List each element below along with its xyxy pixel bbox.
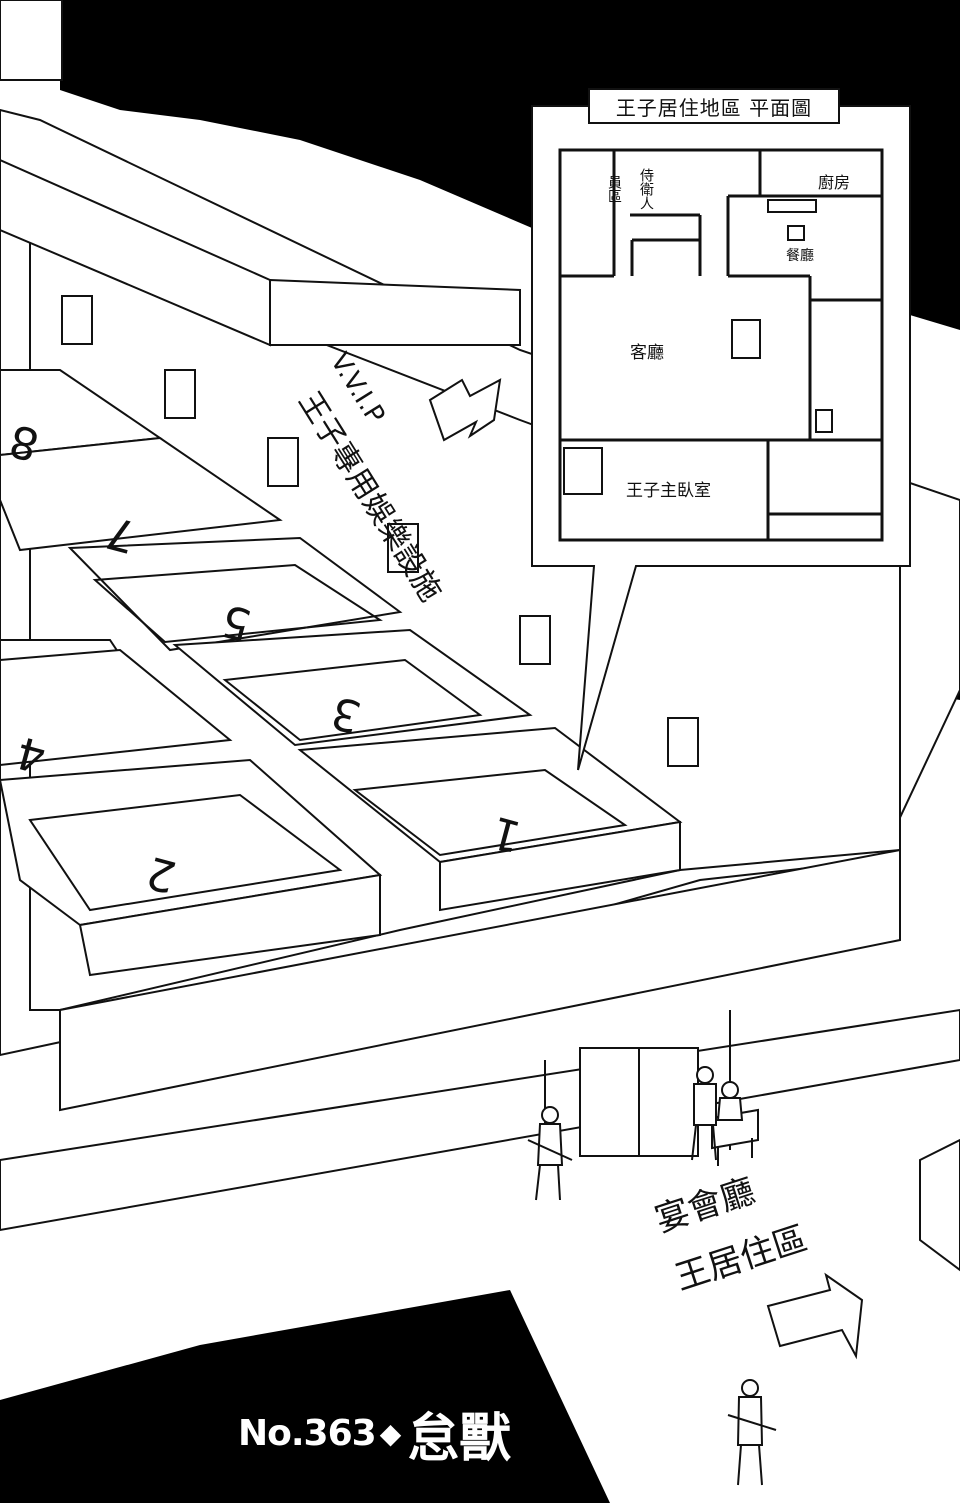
pool-grid <box>0 369 683 977</box>
room-label-guard: 侍衛人 <box>638 168 654 210</box>
right-annex <box>919 1138 960 1272</box>
banquet-arrow-icon <box>766 1272 864 1360</box>
floor-plan <box>558 148 884 542</box>
chapter-number: No.363 <box>238 1412 377 1454</box>
night-bottom <box>0 1290 610 1503</box>
room-label-kitchen: 廚房 <box>818 173 850 192</box>
guard-figure-left <box>527 1106 573 1201</box>
plan-furniture <box>563 199 833 495</box>
guard-figure-door <box>691 1066 717 1161</box>
room-label-living: 客廳 <box>630 343 664 363</box>
banquet-label-line1: 宴會廳 <box>650 1171 759 1241</box>
facility-arrow-icon <box>428 378 502 442</box>
room-label-staff: 員區 <box>606 175 622 203</box>
chapter-heading: No.363 ◆ 怠獸 <box>238 1398 512 1469</box>
guards <box>527 1066 777 1486</box>
floor-plan-title: 王子居住地區 平面圖 <box>588 88 840 124</box>
guard-figure-bottom <box>727 1379 777 1486</box>
guard-figure-table <box>716 1081 744 1121</box>
room-label-bedroom: 王子主臥室 <box>626 481 711 501</box>
wall-windows <box>61 295 699 767</box>
room-label-dining: 餐廳 <box>786 247 814 264</box>
left-pillar <box>0 0 63 81</box>
plan-callout <box>531 105 911 771</box>
chapter-title: 怠獸 <box>407 1408 512 1469</box>
chapter-diamond-icon: ◆ <box>379 1416 402 1450</box>
plan-room-labels: 員區 侍衛人 廚房 餐廳 客廳 王子主臥室 <box>606 168 850 501</box>
